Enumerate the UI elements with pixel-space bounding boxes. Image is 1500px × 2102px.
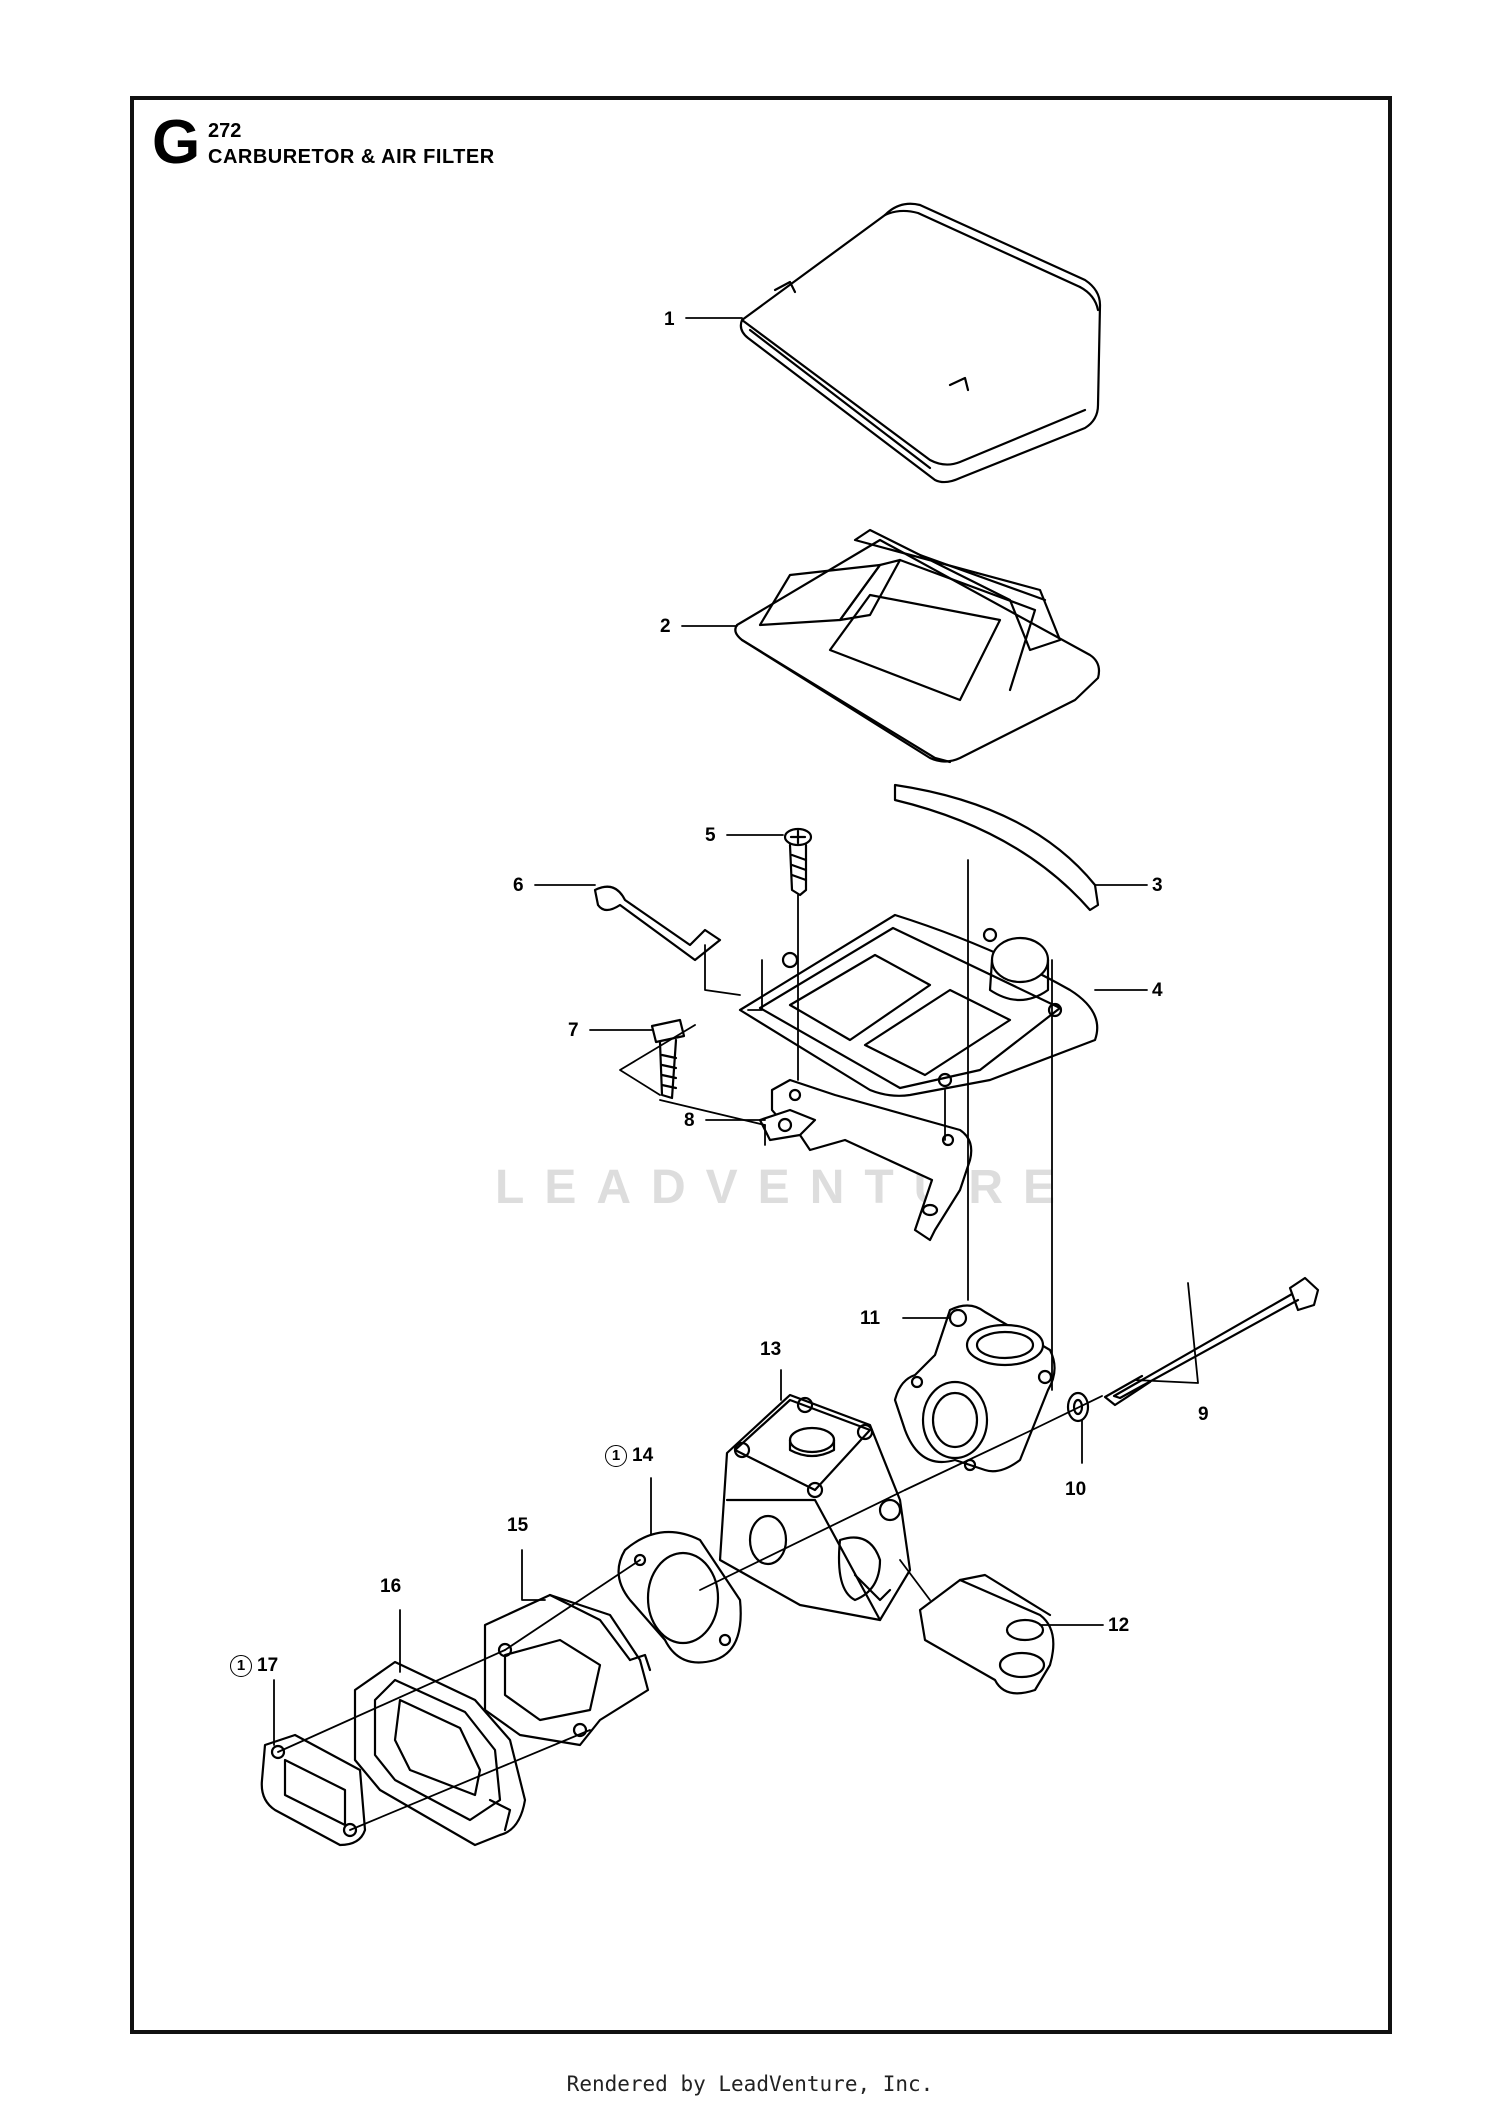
callout-13[interactable]: 13 <box>760 1339 782 1360</box>
callout-9[interactable]: 9 <box>1198 1404 1209 1425</box>
gasket-17-shape[interactable] <box>260 1733 367 1847</box>
callout-10[interactable]: 10 <box>1065 1479 1087 1500</box>
callout-8[interactable]: 8 <box>684 1110 695 1131</box>
callout-2[interactable]: 2 <box>660 616 671 637</box>
seal-strip-shape[interactable] <box>893 783 1100 912</box>
section-letter: G <box>152 108 201 177</box>
callout-15[interactable]: 15 <box>507 1515 529 1536</box>
callout-5[interactable]: 5 <box>705 825 716 846</box>
diagram-title: CARBURETOR & AIR FILTER <box>208 146 495 168</box>
air-filter-shape[interactable] <box>734 528 1101 764</box>
assembly-lines <box>277 859 1103 1831</box>
throttle-connector-shape[interactable] <box>918 1573 1055 1695</box>
filter-holder-shape[interactable] <box>738 913 1099 1097</box>
callout-4[interactable]: 4 <box>1152 980 1163 1001</box>
note-symbol-icon: 1 <box>605 1445 627 1467</box>
bolt-shape[interactable] <box>650 1018 686 1100</box>
callout-12[interactable]: 12 <box>1108 1615 1130 1636</box>
gasket-14-shape[interactable] <box>617 1530 742 1664</box>
air-filter-cover-shape[interactable] <box>739 202 1102 484</box>
callout-17-number: 17 <box>257 1655 279 1677</box>
elbow-adapter-shape[interactable] <box>893 1304 1056 1473</box>
callout-14-number: 14 <box>632 1445 654 1467</box>
carburetor-shape[interactable] <box>718 1393 912 1622</box>
callout-11[interactable]: 11 <box>860 1308 881 1329</box>
callout-3[interactable]: 3 <box>1152 875 1163 896</box>
intake-manifold-shape[interactable] <box>483 1593 652 1747</box>
callout-7[interactable]: 7 <box>568 1020 579 1041</box>
footer-credit: Rendered by LeadVenture, Inc. <box>566 2072 934 2096</box>
note-symbol-icon: 1 <box>230 1655 252 1677</box>
bracket-shape[interactable] <box>758 1078 973 1242</box>
callout-6[interactable]: 6 <box>513 875 524 896</box>
callout-1[interactable]: 1 <box>664 309 675 330</box>
long-bolt-shape[interactable] <box>1103 1276 1320 1407</box>
screw-shape[interactable] <box>783 827 813 897</box>
diagram-frame <box>130 96 1392 2034</box>
insulator-flange-shape[interactable] <box>353 1660 527 1847</box>
clip-shape[interactable] <box>593 885 722 962</box>
callout-16[interactable]: 16 <box>380 1576 402 1597</box>
leader-lines <box>273 317 1199 1746</box>
model-number: 272 <box>208 120 242 142</box>
